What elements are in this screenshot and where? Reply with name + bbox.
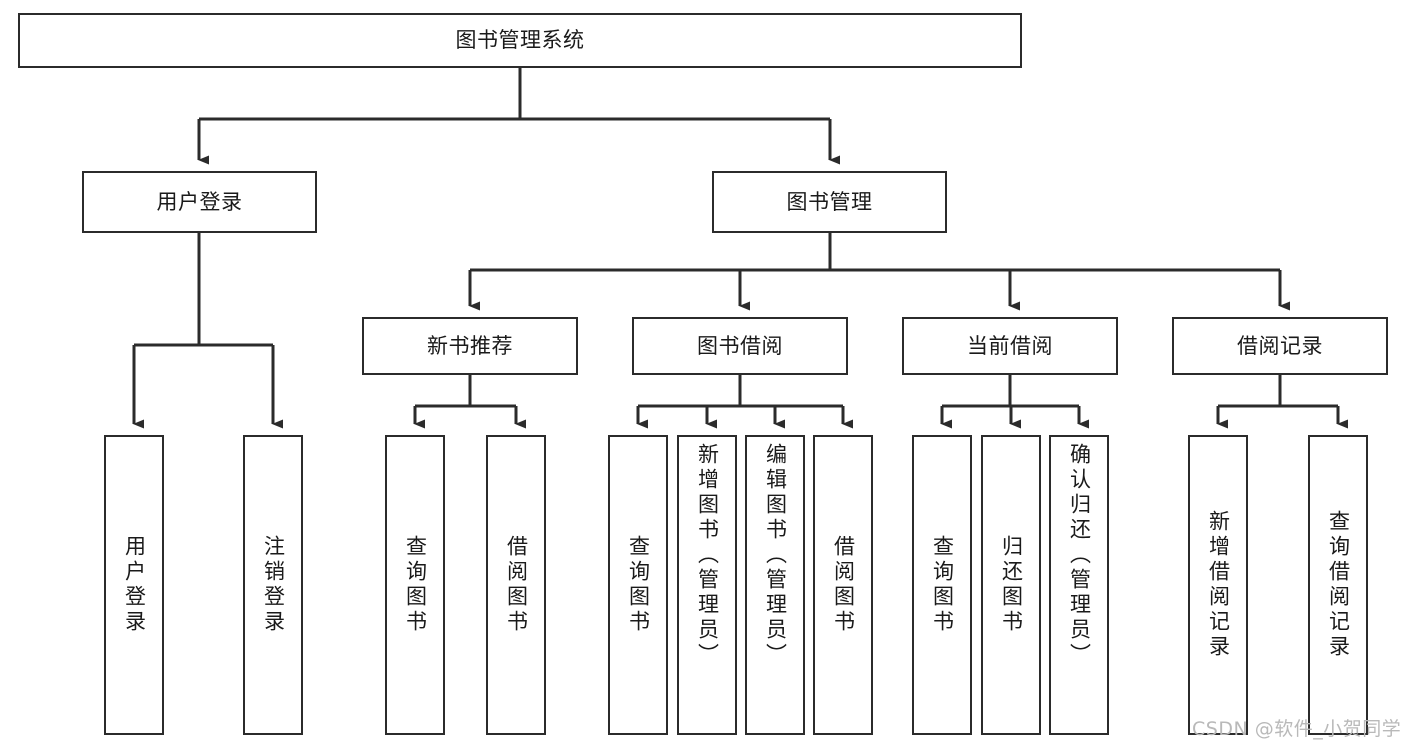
node-leaf-return-book-label: 归还图书 (999, 535, 1024, 635)
node-leaf-add-book-admin[interactable]: 新增图书（管理员） (677, 435, 737, 735)
node-leaf-user-login-label: 用户登录 (122, 535, 147, 635)
node-leaf-borrow-book-1[interactable]: 借阅图书 (486, 435, 546, 735)
node-leaf-edit-book-admin-label: 编辑图书（管理员） (763, 443, 788, 668)
node-leaf-confirm-return-admin[interactable]: 确认归还（管理员） (1049, 435, 1109, 735)
node-leaf-borrow-book-2[interactable]: 借阅图书 (813, 435, 873, 735)
node-leaf-return-book[interactable]: 归还图书 (981, 435, 1041, 735)
node-leaf-query-borrow-record[interactable]: 查询借阅记录 (1308, 435, 1368, 735)
node-leaf-edit-book-admin[interactable]: 编辑图书（管理员） (745, 435, 805, 735)
node-leaf-user-logout-label: 注销登录 (261, 535, 286, 635)
node-leaf-query-borrow-record-label: 查询借阅记录 (1326, 510, 1351, 660)
node-leaf-add-borrow-record[interactable]: 新增借阅记录 (1188, 435, 1248, 735)
node-book-management-label: 图书管理 (786, 189, 873, 214)
node-leaf-add-borrow-record-label: 新增借阅记录 (1206, 510, 1231, 660)
node-new-book-recommend[interactable]: 新书推荐 (362, 317, 578, 375)
node-leaf-query-book-1-label: 查询图书 (403, 535, 428, 635)
node-borrow-record[interactable]: 借阅记录 (1172, 317, 1388, 375)
node-current-borrow[interactable]: 当前借阅 (902, 317, 1118, 375)
node-leaf-add-book-admin-label: 新增图书（管理员） (695, 443, 720, 668)
node-book-borrow[interactable]: 图书借阅 (632, 317, 848, 375)
node-leaf-query-book-2[interactable]: 查询图书 (608, 435, 668, 735)
node-leaf-query-book-1[interactable]: 查询图书 (385, 435, 445, 735)
node-leaf-query-book-3[interactable]: 查询图书 (912, 435, 972, 735)
node-new-book-recommend-label: 新书推荐 (427, 333, 513, 358)
node-current-borrow-label: 当前借阅 (967, 333, 1053, 358)
node-leaf-user-login[interactable]: 用户登录 (104, 435, 164, 735)
node-root-label: 图书管理系统 (455, 28, 585, 53)
node-user-login[interactable]: 用户登录 (82, 171, 317, 233)
node-leaf-borrow-book-2-label: 借阅图书 (831, 535, 856, 635)
node-user-login-label: 用户登录 (156, 189, 243, 214)
node-book-management[interactable]: 图书管理 (712, 171, 947, 233)
node-book-borrow-label: 图书借阅 (697, 333, 783, 358)
node-leaf-query-book-2-label: 查询图书 (626, 535, 651, 635)
node-borrow-record-label: 借阅记录 (1237, 333, 1323, 358)
node-leaf-query-book-3-label: 查询图书 (930, 535, 955, 635)
node-root[interactable]: 图书管理系统 (18, 13, 1022, 68)
node-leaf-user-logout[interactable]: 注销登录 (243, 435, 303, 735)
node-leaf-confirm-return-admin-label: 确认归还（管理员） (1067, 443, 1092, 668)
node-leaf-borrow-book-1-label: 借阅图书 (504, 535, 529, 635)
